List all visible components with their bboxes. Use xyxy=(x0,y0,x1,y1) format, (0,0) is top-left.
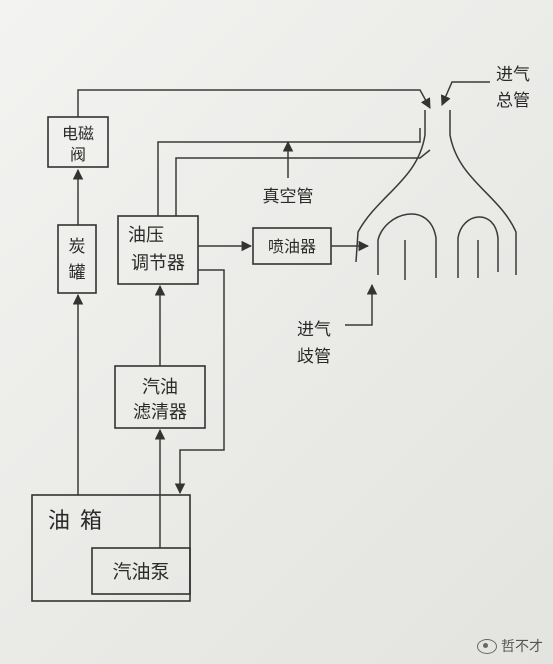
watermark-text: 哲不才 xyxy=(501,639,543,655)
canister-box xyxy=(57,224,97,294)
vacuum-line-inner xyxy=(175,149,431,216)
intake-main-arrow xyxy=(440,81,490,106)
canister-label-2: 罐 xyxy=(69,263,86,283)
solenoid-valve-label-2: 阀 xyxy=(70,145,86,164)
solenoid-to-intake-pipe xyxy=(77,89,431,117)
vacuum-tube-label: 真空管 xyxy=(263,187,314,207)
intake-branch-label-1: 进气 xyxy=(297,320,331,340)
intake-branch-arrow xyxy=(345,283,378,326)
fuel-pump-label: 汽油泵 xyxy=(112,561,169,583)
weibo-eye-icon xyxy=(477,638,497,654)
pressure-regulator-label-1: 油压 xyxy=(128,225,164,246)
solenoid-valve-label-1: 电磁 xyxy=(62,124,94,143)
fuel-tank-label: 油箱 xyxy=(48,509,112,534)
injector-label: 喷油器 xyxy=(268,237,316,256)
pressure-regulator-label-2: 调节器 xyxy=(131,253,185,274)
intake-main-label-1: 进气 xyxy=(496,65,530,85)
fuel-filter-label-2: 滤清器 xyxy=(133,402,187,423)
canister-label-1: 炭 xyxy=(69,237,86,257)
intake-branch-label-2: 歧管 xyxy=(297,347,331,367)
watermark: 哲不才 xyxy=(477,636,543,656)
fuel-filter-label-1: 汽油 xyxy=(142,377,178,398)
return-line-pipe xyxy=(174,269,225,495)
intake-main-label-2: 总管 xyxy=(496,91,530,111)
fuel-pump-box xyxy=(91,547,191,595)
intake-manifold xyxy=(355,110,517,280)
